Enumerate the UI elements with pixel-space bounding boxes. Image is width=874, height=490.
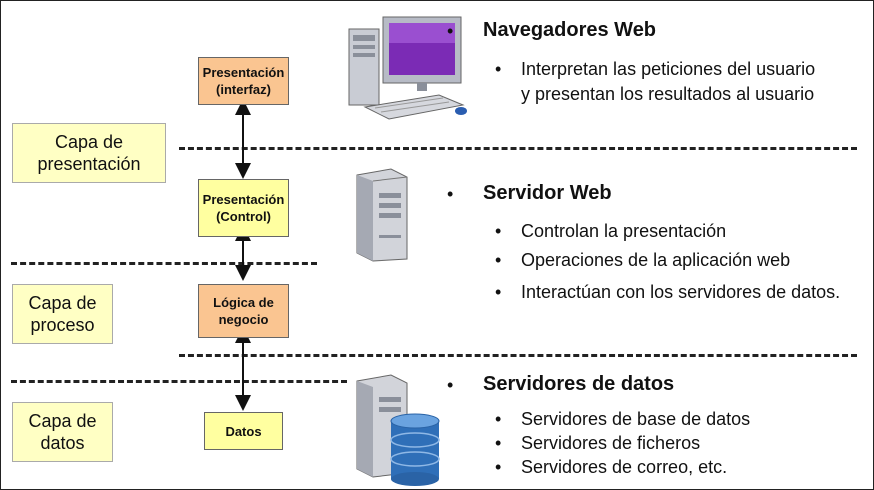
flow-arrows xyxy=(235,101,251,411)
section-list-browsers: • Interpretan las peticiones del usuario… xyxy=(489,57,829,107)
sub-bullet: • xyxy=(495,221,502,241)
list-item: • Operaciones de la aplicación web xyxy=(495,250,791,270)
separator-line xyxy=(179,354,857,357)
section-list-data-servers: • Servidores de base de datos • Servidor… xyxy=(489,407,859,479)
layer-label-presentation: Capa de presentación xyxy=(12,123,166,183)
section-bullet: • xyxy=(447,184,454,204)
box-presentation-control: Presentación (Control) xyxy=(198,179,289,237)
list-item: • Controlan la presentación xyxy=(495,221,727,241)
separator-line xyxy=(11,380,347,383)
sub-bullet: • xyxy=(495,409,502,429)
sub-bullet: • xyxy=(495,282,502,302)
sub-bullet: • xyxy=(495,457,502,477)
section-bullet: • xyxy=(447,21,454,41)
separator-line xyxy=(11,262,317,265)
sub-bullet: • xyxy=(495,59,502,79)
list-item: • Interactúan con los servidores de dato… xyxy=(489,277,861,307)
section-title-browsers: Navegadores Web xyxy=(483,19,657,41)
list-item: • Interpretan las peticiones del usuario… xyxy=(495,59,816,104)
sub-bullet: • xyxy=(495,433,502,453)
database-server-icon xyxy=(356,374,440,486)
section-list-web-server: • Controlan la presentación • Operacione… xyxy=(489,219,869,307)
server-tower-icon xyxy=(356,168,408,262)
box-business-logic: Lógica de negocio xyxy=(198,284,289,338)
layer-label-process: Capa de proceso xyxy=(12,284,113,344)
list-item: • Servidores de correo, etc. xyxy=(495,457,728,477)
box-data: Datos xyxy=(204,412,283,450)
separator-line xyxy=(179,147,857,150)
sub-bullet: • xyxy=(495,250,502,270)
section-title-data-servers: Servidores de datos xyxy=(483,373,675,395)
section-title-web-server: Servidor Web xyxy=(483,182,612,204)
list-item: • Servidores de base de datos xyxy=(495,409,751,429)
layer-label-data: Capa de datos xyxy=(12,402,113,462)
section-bullet: • xyxy=(447,375,454,395)
box-presentation-interface: Presentación (interfaz) xyxy=(198,57,289,105)
desktop-computer-icon xyxy=(348,16,467,120)
list-item: • Servidores de ficheros xyxy=(495,433,701,453)
